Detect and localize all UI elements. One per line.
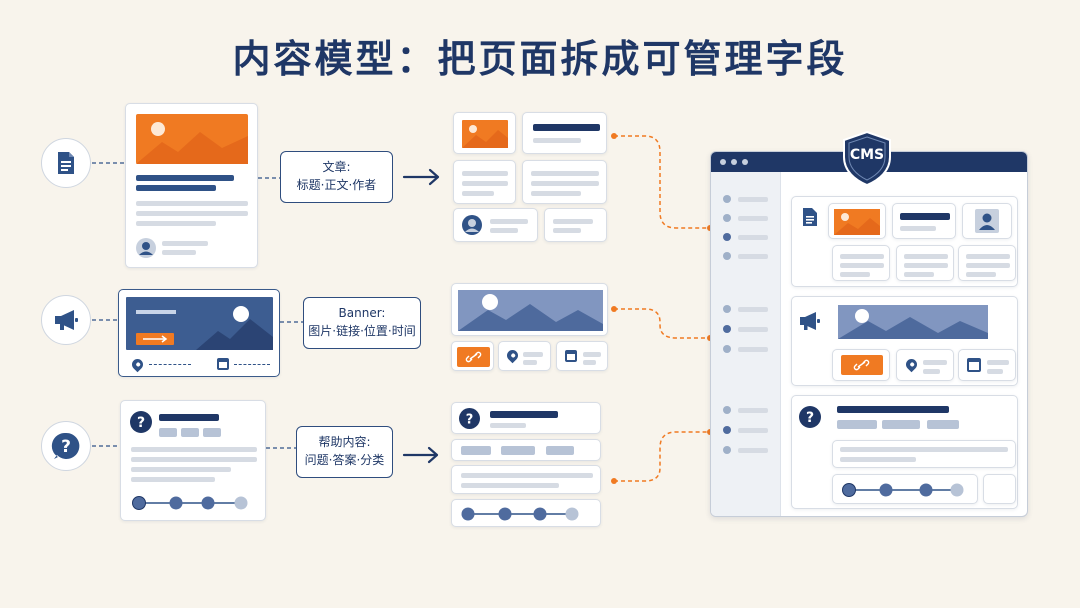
question-icon: ? xyxy=(799,406,821,428)
shield-icon xyxy=(843,130,891,187)
field-position xyxy=(498,341,551,371)
article-label-title: 文章: xyxy=(322,160,351,174)
question-icon: ? xyxy=(130,411,152,433)
cms-field-body-1 xyxy=(832,245,890,281)
cms-field-body-2 xyxy=(896,245,954,281)
cms-article-section xyxy=(791,196,1018,287)
progress-steps xyxy=(132,496,248,510)
avatar-icon xyxy=(975,209,999,233)
megaphone-icon xyxy=(800,312,820,330)
field-link xyxy=(451,341,494,371)
cms-field-link xyxy=(832,349,890,381)
cms-window: ? xyxy=(710,151,1028,517)
cms-field-position xyxy=(896,349,954,381)
field-image xyxy=(453,112,516,154)
megaphone-icon xyxy=(41,295,91,345)
help-source-card: ? xyxy=(120,400,266,521)
calendar-icon xyxy=(217,358,229,370)
svg-text:?: ? xyxy=(61,437,71,457)
banner-label-title: Banner: xyxy=(338,306,386,320)
question-icon: ? xyxy=(459,408,480,429)
location-pin-icon xyxy=(903,356,920,373)
field-answer xyxy=(451,465,601,494)
link-icon xyxy=(457,347,490,367)
banner-source-card xyxy=(118,289,280,377)
help-label: 帮助内容: 问题·答案·分类 xyxy=(296,426,393,478)
field-banner-image xyxy=(451,283,608,336)
location-pin-icon xyxy=(504,347,521,364)
field-title xyxy=(522,112,607,154)
field-meta xyxy=(544,208,607,242)
cms-sidebar xyxy=(711,172,781,516)
banner-label-fields: 图片·链接·位置·时间 xyxy=(308,324,416,338)
calendar-icon xyxy=(967,358,981,372)
field-author xyxy=(453,208,538,242)
document-icon xyxy=(803,208,817,226)
cms-field-steps xyxy=(832,474,978,504)
cms-field-body-3 xyxy=(958,245,1016,281)
svg-text:?: ? xyxy=(137,415,145,431)
field-steps xyxy=(451,499,601,527)
article-label: 文章: 标题·正文·作者 xyxy=(280,151,393,203)
link-icon xyxy=(841,355,883,375)
avatar-icon xyxy=(136,238,156,258)
banner-label: Banner: 图片·链接·位置·时间 xyxy=(303,297,421,349)
cms-field-banner-image xyxy=(838,305,988,339)
page-title: 内容模型：把页面拆成可管理字段 xyxy=(232,37,848,81)
cms-field-author xyxy=(962,203,1012,239)
field-question: ? xyxy=(451,402,601,434)
cms-help-section: ? xyxy=(791,395,1018,509)
field-time xyxy=(556,341,608,371)
document-icon xyxy=(41,138,91,188)
cms-field-extra xyxy=(983,474,1016,504)
help-label-title: 帮助内容: xyxy=(318,435,371,449)
avatar-icon xyxy=(462,215,482,235)
cms-badge-label: CMS xyxy=(849,147,885,163)
cms-field-title xyxy=(892,203,956,239)
field-body-b xyxy=(522,160,607,204)
help-label-fields: 问题·答案·分类 xyxy=(304,453,385,467)
field-body-a xyxy=(453,160,516,204)
article-label-fields: 标题·正文·作者 xyxy=(296,178,377,192)
image-icon xyxy=(126,297,273,350)
article-source-card xyxy=(125,103,258,268)
cms-banner-section xyxy=(791,296,1018,386)
calendar-icon xyxy=(565,350,577,362)
field-category xyxy=(451,439,601,461)
question-icon: ? xyxy=(41,421,91,471)
image-icon xyxy=(136,114,248,164)
cms-field-image xyxy=(828,203,886,239)
cms-field-time xyxy=(958,349,1016,381)
cms-field-answer xyxy=(832,440,1016,468)
location-pin-icon xyxy=(129,356,146,373)
svg-text:?: ? xyxy=(806,410,814,426)
svg-text:?: ? xyxy=(466,413,474,428)
